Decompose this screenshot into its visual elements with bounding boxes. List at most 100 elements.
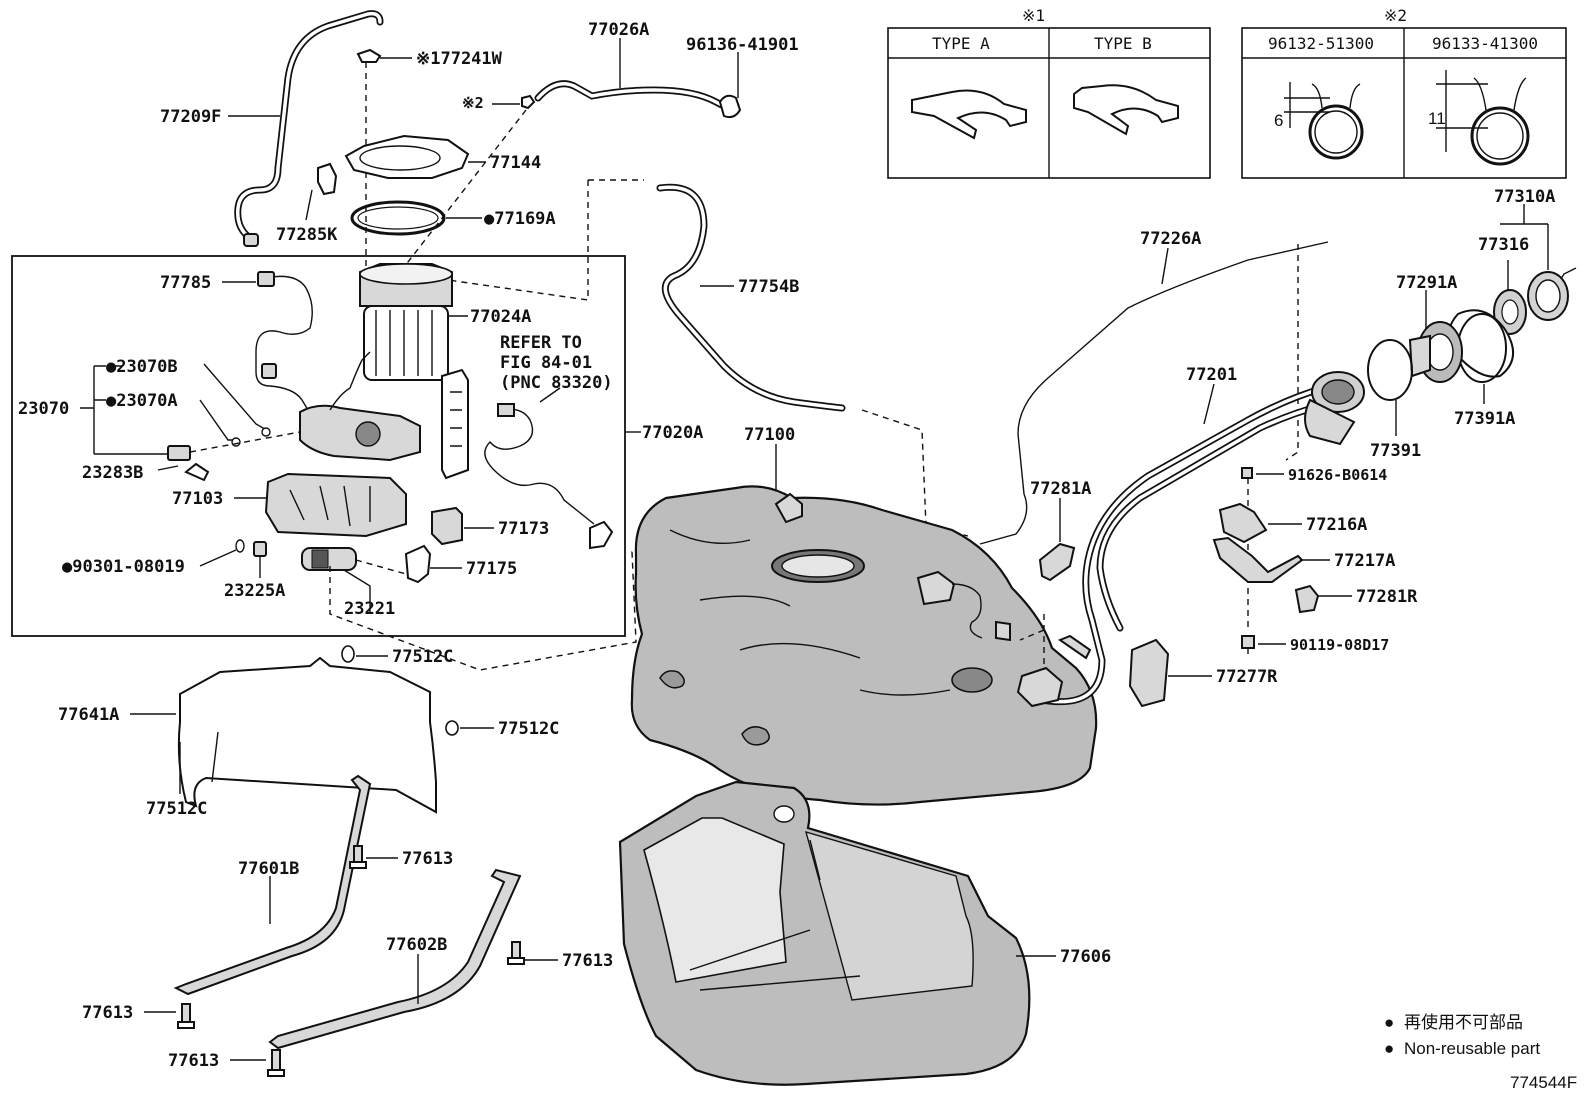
strap-77601B <box>173 774 372 996</box>
pump-module-77024A <box>359 263 453 381</box>
label-77281R: 77281R <box>1356 587 1418 607</box>
refer-line1: REFER TO <box>500 333 582 353</box>
clamp-96136-icon <box>718 94 742 119</box>
pump-motor-23221 <box>301 547 357 571</box>
note1-mark: ※1 <box>1022 6 1045 25</box>
clamp-mark2-icon <box>521 94 536 110</box>
oring-90301 <box>235 539 245 553</box>
label-23070B: ●23070B <box>106 357 178 377</box>
label-77310A: 77310A <box>1494 187 1555 207</box>
fuel-sender-gauge <box>441 368 614 550</box>
bracket-77216A <box>1218 502 1268 544</box>
fuel-cap-77310A <box>1527 271 1569 321</box>
label-77226A: 77226A <box>1140 229 1201 249</box>
label-77613-3: 77613 <box>82 1003 133 1023</box>
bolt-77613-3 <box>177 1003 195 1029</box>
pump-housing-77103 <box>264 472 407 538</box>
grommet-77512C-1 <box>341 645 355 663</box>
oring-77391 <box>1367 339 1413 401</box>
clip-77241W <box>356 48 382 63</box>
breather-hose-77754B <box>656 183 846 412</box>
figure-id: 774544F <box>1510 1073 1577 1092</box>
label-77281A: 77281A <box>1030 479 1091 499</box>
label-90119-08D17: 90119-08D17 <box>1290 636 1389 654</box>
label-77144: 77144 <box>490 153 541 173</box>
label-77641A: 77641A <box>58 705 119 725</box>
breather-tube-77226A <box>979 241 1329 545</box>
note1-table: ※1 TYPE A TYPE B <box>887 6 1211 179</box>
label-77173: 77173 <box>498 519 549 539</box>
clip-type-a-icon <box>911 89 1027 140</box>
legend-non-reusable-jp: 再使用不可部品 <box>1404 1012 1523 1032</box>
label-77602B: 77602B <box>386 935 447 955</box>
label-77020A: 77020A <box>642 423 703 443</box>
legend-non-reusable-en: Non-reusable part <box>1404 1039 1540 1058</box>
gasket-77169A <box>350 200 446 236</box>
label-23221: 23221 <box>344 599 395 619</box>
refer-line2: FIG 84-01 <box>500 353 592 373</box>
tank-protector-77606 <box>618 780 1031 1086</box>
label-77285K: 77285K <box>276 225 338 245</box>
label-77512C-1: 77512C <box>392 647 453 667</box>
legend-bullet-en: ● <box>1384 1039 1394 1058</box>
filler-neck <box>1304 371 1365 446</box>
hose-77026A <box>534 80 740 111</box>
label-77512C-2: 77512C <box>498 719 559 739</box>
legend-bullet-jp: ● <box>1384 1013 1394 1032</box>
bracket-77217A <box>1212 536 1304 583</box>
bolt-90119 <box>1241 635 1255 654</box>
label-77601B: 77601B <box>238 859 299 879</box>
note2-table: ※2 96132-51300 96133-41300 6 11 <box>1241 6 1567 179</box>
label-77277R: 77277R <box>1216 667 1278 687</box>
label-77026A: 77026A <box>588 20 649 40</box>
label-77391: 77391 <box>1370 441 1421 461</box>
label-mark2: ※2 <box>462 94 484 112</box>
note1-type-b: TYPE B <box>1094 34 1152 53</box>
grommet-77512C-2 <box>445 720 459 736</box>
housing-77291A <box>1408 321 1463 383</box>
bolt-77613-4 <box>267 1049 285 1077</box>
label-77785: 77785 <box>160 273 211 293</box>
label-77613-2: 77613 <box>562 951 613 971</box>
label-77512C-3: 77512C <box>146 799 207 819</box>
strap-77602B <box>268 868 522 1050</box>
label-77201: 77201 <box>1186 365 1237 385</box>
clip-77285K <box>317 162 338 196</box>
label-77606: 77606 <box>1060 947 1111 967</box>
label-77291A: 77291A <box>1396 273 1457 293</box>
label-77216A: 77216A <box>1306 515 1367 535</box>
clamp-dim-6: 6 <box>1274 111 1283 130</box>
fuel-tank-77100 <box>630 485 1098 806</box>
label-96136-41901: 96136-41901 <box>686 35 799 55</box>
connector-77173 <box>431 506 463 546</box>
bracket-77281A <box>1038 542 1076 582</box>
note1-type-a: TYPE A <box>932 34 990 53</box>
bolt-77613-1 <box>349 845 367 869</box>
spacer-23225A <box>253 541 267 557</box>
label-77175: 77175 <box>466 559 517 579</box>
label-77316: 77316 <box>1478 235 1529 255</box>
refer-line3: (PNC 83320) <box>500 373 613 393</box>
filter-23283B <box>167 445 191 461</box>
bolt-91626 <box>1241 467 1253 479</box>
fuel-pump-assembly-box <box>11 255 626 637</box>
clip-type-b-icon <box>1073 84 1179 136</box>
note2-col2: 96133-41300 <box>1432 34 1538 53</box>
protector-77277R <box>1128 638 1170 708</box>
label-77613-1: 77613 <box>402 849 453 869</box>
label-77024A: 77024A <box>470 307 531 327</box>
label-23070A: ●23070A <box>106 391 178 411</box>
note2-mark: ※2 <box>1384 6 1407 25</box>
label-77613-4: 77613 <box>168 1051 219 1071</box>
bracket-77281R <box>1294 584 1320 614</box>
note2-col1: 96132-51300 <box>1268 34 1374 53</box>
label-77391A: 77391A <box>1454 409 1515 429</box>
label-23070: 23070 <box>18 399 69 419</box>
legend: ● 再使用不可部品 ● Non-reusable part 774544F <box>1384 1012 1577 1092</box>
label-77241W: ※177241W <box>416 49 503 69</box>
clamp-dim-11: 11 <box>1428 109 1446 128</box>
bolt-77613-2 <box>507 941 525 965</box>
label-91626-B0614: 91626-B0614 <box>1288 466 1387 484</box>
bracket-77175 <box>404 544 432 584</box>
